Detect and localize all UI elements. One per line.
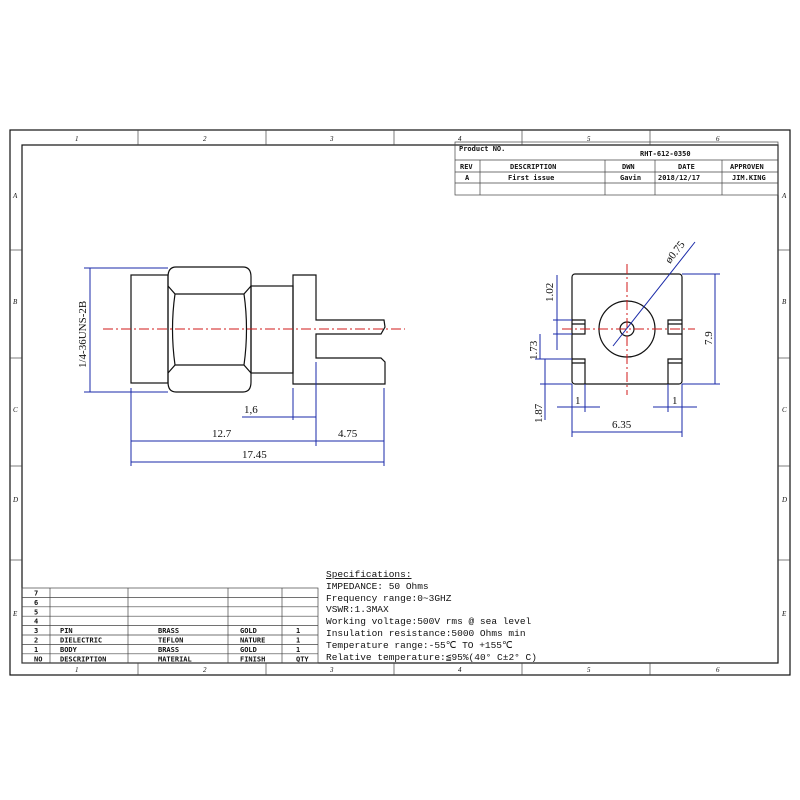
mounting-slots [572, 319, 682, 384]
rev-drawn-by: Gavin [620, 174, 641, 182]
front-view: ø0.75 7.9 1.02 1.73 1.87 1 1 6.35 [528, 239, 720, 437]
dim-height: 7.9 [703, 331, 715, 345]
dimension-lines [535, 241, 720, 437]
specifications: Specifications: IMPEDANCE: 50 Ohms Frequ… [326, 569, 537, 663]
row-label: C [13, 406, 18, 414]
row-label: A [781, 192, 787, 200]
dim-pin-diameter: ø0.75 [663, 239, 688, 266]
flange-and-pin [292, 274, 386, 385]
bom-cell: PIN [60, 627, 73, 635]
bom-cell: GOLD [240, 627, 257, 635]
side-view: 1/4-36UNS-2B 1,6 12.7 4.75 17.45 [77, 266, 405, 466]
col-label: 6 [716, 135, 720, 143]
row-label: C [782, 406, 787, 414]
rev-approved-by: JIM.KING [732, 174, 766, 182]
col-label: 5 [587, 666, 591, 674]
dimension-lines [84, 267, 385, 466]
row-label: E [12, 610, 18, 618]
bom-header: QTY [296, 655, 309, 663]
spec-line: Insulation resistance:5000 Ohms min [326, 628, 526, 639]
col-label: 2 [203, 135, 207, 143]
col-label: 5 [587, 135, 591, 143]
row-label: B [782, 298, 787, 306]
bom-header: DESCRIPTION [60, 655, 106, 663]
bom-cell: 6 [34, 599, 38, 607]
header-dwn: DWN [622, 163, 635, 171]
spec-line: IMPEDANCE: 50 Ohms [326, 581, 429, 592]
bom-cell: TEFLON [158, 637, 183, 645]
dim-top: 1.02 [544, 283, 556, 302]
dim-width: 6.35 [612, 419, 632, 431]
col-label: 4 [458, 666, 462, 674]
product-number: RHT-612-0350 [640, 150, 691, 158]
bom-cell: 5 [34, 608, 38, 616]
thread-spec: 1/4-36UNS-2B [77, 301, 89, 368]
dim-bottom: 1.87 [533, 403, 545, 423]
dim-right-slot: 1 [672, 395, 678, 407]
col-label: 3 [329, 666, 334, 674]
dim-slot: 1.73 [528, 340, 540, 360]
outer-frame [9, 129, 791, 676]
rev-value: A [465, 174, 470, 182]
header-rev: REV [460, 163, 473, 171]
spec-line: Temperature range:-55℃ TO +155℃ [326, 640, 513, 651]
spec-line: Relative temperature:≦95%(40° C±2° C) [326, 652, 537, 663]
column-labels: 1 2 3 4 5 6 1 2 3 4 5 6 [75, 135, 720, 674]
header-description: DESCRIPTION [510, 163, 556, 171]
row-label: D [12, 496, 18, 504]
bom-cell: 4 [34, 618, 38, 626]
rev-date: 2018/12/17 [658, 174, 700, 182]
spec-line: Frequency range:0~3GHZ [326, 593, 452, 604]
row-label: D [781, 496, 787, 504]
dim-pin: 4.75 [338, 428, 358, 440]
spec-line: Working voltage:500V rms @ sea level [326, 616, 532, 627]
row-label: E [781, 610, 787, 618]
bom-cell: BRASS [158, 646, 179, 654]
bom-cell: BODY [60, 646, 78, 654]
bom-header: MATERIAL [158, 655, 192, 663]
dim-flange: 1,6 [244, 404, 258, 416]
specs-title: Specifications: [326, 569, 412, 580]
col-label: 1 [75, 135, 79, 143]
bom-cell: 2 [34, 637, 38, 645]
bom-cell: 1 [296, 646, 300, 654]
row-labels: A B C D E A B C D E [12, 192, 787, 618]
zone-ticks [10, 130, 790, 675]
dim-left-slot: 1 [575, 395, 581, 407]
bom-cell: DIELECTRIC [60, 637, 102, 645]
spec-line: VSWR:1.3MAX [326, 604, 389, 615]
col-label: 2 [203, 666, 207, 674]
bom-cell: BRASS [158, 627, 179, 635]
inner-frame [21, 144, 779, 664]
bom-cell: 1 [296, 627, 300, 635]
rev-description: First issue [508, 174, 554, 182]
col-label: 1 [75, 666, 79, 674]
dim-body: 12.7 [212, 428, 232, 440]
col-label: 3 [329, 135, 334, 143]
bom-header: NO [34, 655, 42, 663]
header-date: DATE [678, 163, 695, 171]
col-label: 6 [716, 666, 720, 674]
row-label: A [12, 192, 18, 200]
col-label: 4 [458, 135, 462, 143]
bom-header: FINISH [240, 655, 265, 663]
bom-cell: 3 [34, 627, 38, 635]
dim-total: 17.45 [242, 449, 267, 461]
row-label: B [13, 298, 18, 306]
title-block: Product NO. RHT-612-0350 REV DESCRIPTION… [454, 141, 779, 196]
bom-cell: 1 [296, 637, 300, 645]
bom-cell: NATURE [240, 637, 265, 645]
hex-nut [167, 266, 252, 393]
bom-cell: 1 [34, 646, 38, 654]
header-approven: APPROVEN [730, 163, 764, 171]
product-label: Product NO. [459, 145, 505, 153]
bom-cell: 7 [34, 590, 38, 598]
bom-cell: GOLD [240, 646, 257, 654]
